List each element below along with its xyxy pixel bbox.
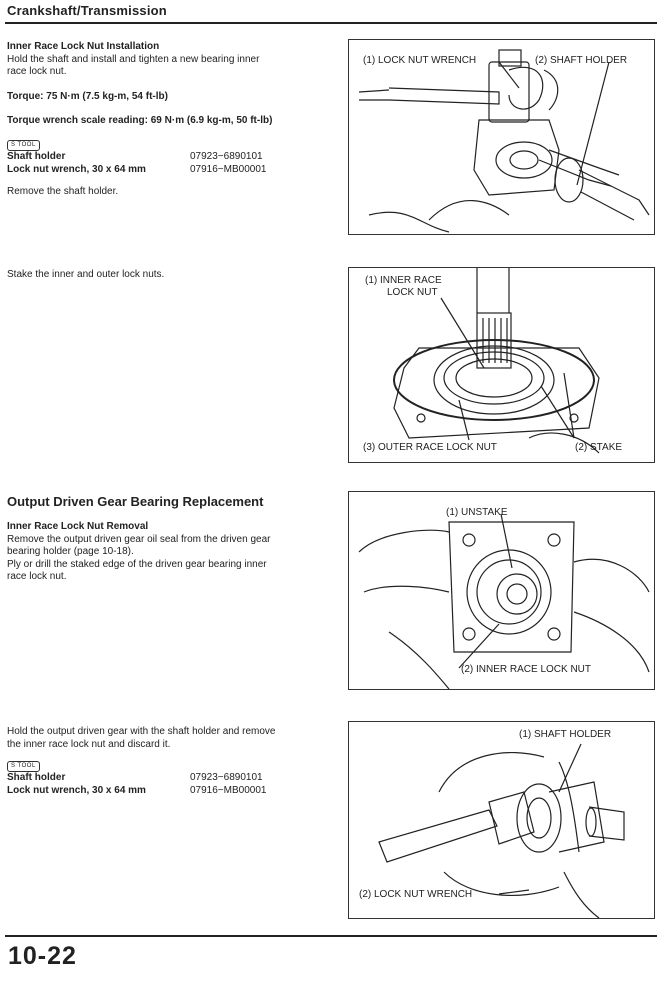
hold-gear-line-1: Hold the output driven gear with the sha… (7, 726, 276, 737)
illustration-lock-nut-wrench: (1) LOCK NUT WRENCH (2) SHAFT HOLDER (358, 49, 650, 233)
tool-name: Shaft holder (7, 772, 66, 784)
removal-heading: Inner Race Lock Nut Removal (7, 521, 149, 532)
tool-number: 07916−MB00001 (190, 163, 267, 175)
tool-row: Shaft holder 07923−6890101 (7, 151, 329, 164)
page-number: 10-22 (8, 942, 77, 970)
tool-row: Shaft holder 07923−6890101 (7, 772, 329, 785)
figure-callout: (1) INNER RACE (365, 275, 442, 286)
figure-callout: (2) LOCK NUT WRENCH (359, 889, 472, 900)
illustration-unstake: (1) UNSTAKE (2) INNER RACE LOCK NUT (358, 507, 650, 689)
removal-line-1: Remove the output driven gear oil seal f… (7, 533, 271, 545)
footer-rule (5, 935, 657, 937)
tool-number: 07916−MB00001 (190, 784, 267, 796)
stake-instruction: Stake the inner and outer lock nuts. (7, 269, 329, 282)
tool-number: 07923−6890101 (190, 772, 263, 784)
tool-number: 07923−6890101 (190, 150, 263, 162)
torque-spec: Torque: 75 N·m (7.5 kg-m, 54 ft-lb) (7, 90, 168, 102)
special-tool-badge: S TOOL (7, 761, 40, 773)
figure-callout: (3) OUTER RACE LOCK NUT (363, 442, 497, 453)
installation-text-block: Inner Race Lock Nut Installation Hold th… (7, 41, 329, 199)
illustration-stake-lock-nuts: (1) INNER RACE LOCK NUT (2) STAKE (3) OU… (363, 268, 622, 454)
bearing-replacement-section: Output Driven Gear Bearing Replacement I… (7, 494, 337, 584)
hold-gear-line-2: the inner race lock nut and discard it. (7, 738, 171, 750)
installation-heading: Inner Race Lock Nut Installation (7, 41, 160, 52)
figure-stake-lock-nuts: (1) INNER RACE LOCK NUT (2) STAKE (3) OU… (348, 267, 655, 463)
tool-name: Shaft holder (7, 150, 66, 162)
header-rule (5, 22, 657, 24)
removal-line-3: Ply or drill the staked edge of the driv… (7, 558, 267, 570)
torque-wrench-reading: Torque wrench scale reading: 69 N·m (6.9… (7, 115, 273, 127)
figure-shaft-holder: (1) SHAFT HOLDER (2) LOCK NUT WRENCH (348, 721, 655, 919)
figure-unstake: (1) UNSTAKE (2) INNER RACE LOCK NUT (348, 491, 655, 690)
removal-line-2: bearing holder (page 10-18). (7, 546, 134, 558)
installation-line-2: race lock nut. (7, 66, 67, 78)
page-header-title: Crankshaft/Transmission (7, 3, 167, 18)
tool-name: Lock nut wrench, 30 x 64 mm (7, 163, 146, 175)
figure-callout: (1) UNSTAKE (446, 507, 508, 518)
installation-line-1: Hold the shaft and install and tighten a… (7, 53, 260, 65)
figure-callout: (2) SHAFT HOLDER (535, 55, 627, 66)
special-tool-badge: S TOOL (7, 139, 40, 151)
tool-row: Lock nut wrench, 30 x 64 mm 07916−MB0000… (7, 785, 329, 798)
figure-lock-nut-wrench: (1) LOCK NUT WRENCH (2) SHAFT HOLDER (348, 39, 655, 235)
section-title: Output Driven Gear Bearing Replacement (7, 494, 264, 509)
lock-nut-removal-text: Hold the output driven gear with the sha… (7, 726, 329, 797)
figure-callout: (1) SHAFT HOLDER (519, 729, 611, 740)
figure-callout: (2) STAKE (575, 442, 622, 453)
illustration-shaft-holder: (1) SHAFT HOLDER (2) LOCK NUT WRENCH (359, 729, 625, 918)
remove-shaft-holder-note: Remove the shaft holder. (7, 186, 119, 198)
tool-name: Lock nut wrench, 30 x 64 mm (7, 784, 146, 796)
figure-callout: (2) INNER RACE LOCK NUT (461, 664, 591, 675)
removal-line-4: race lock nut. (7, 571, 67, 583)
stake-text: Stake the inner and outer lock nuts. (7, 269, 165, 280)
figure-callout: LOCK NUT (387, 287, 438, 298)
figure-callout: (1) LOCK NUT WRENCH (363, 55, 476, 66)
tool-row: Lock nut wrench, 30 x 64 mm 07916−MB0000… (7, 164, 329, 177)
